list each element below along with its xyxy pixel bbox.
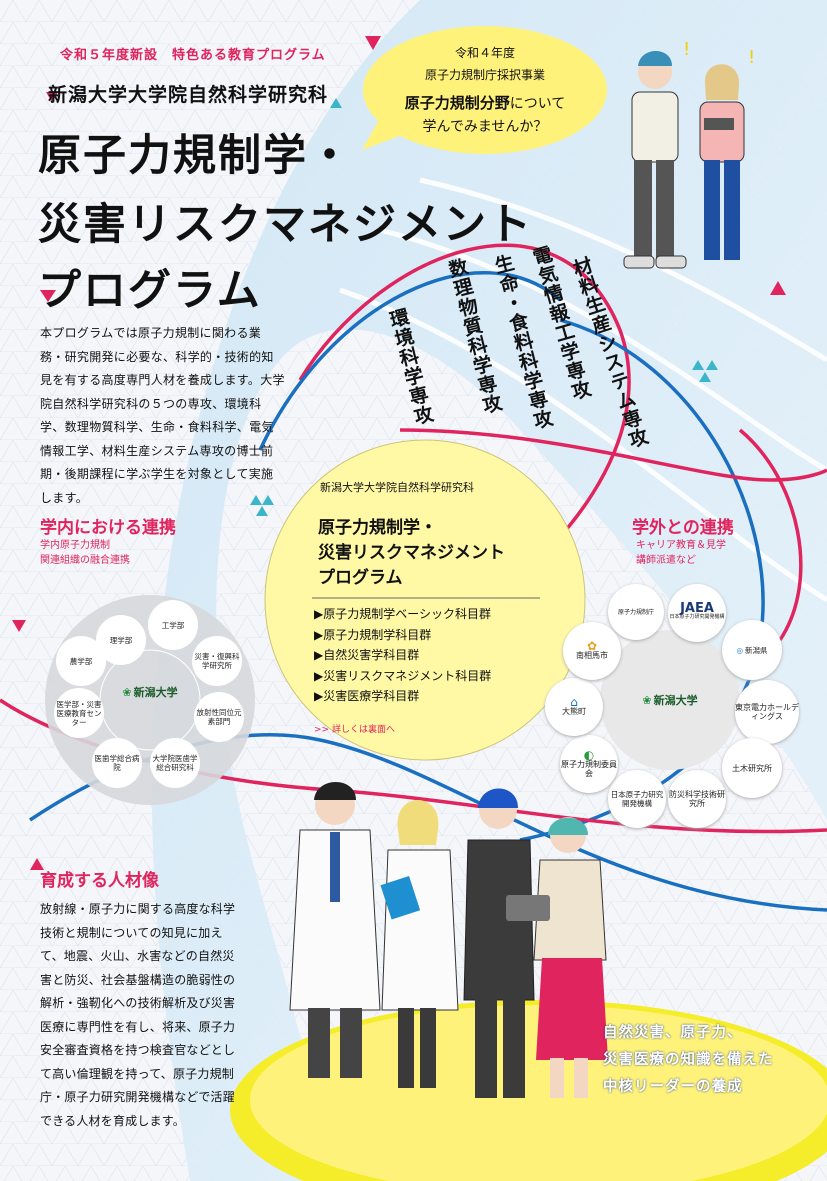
external-node-okuma: ⌂ 大熊町 (545, 678, 603, 736)
page-title-line-3: プログラム (38, 266, 262, 316)
center-school: 新潟大学大学院自然科学研究科 (320, 481, 474, 494)
external-heading: 学外との連携 (632, 518, 734, 538)
svg-text:!: ! (683, 39, 690, 60)
light-blue-swoosh (151, 0, 827, 1181)
center-title-1: 原子力規制学・ (318, 518, 437, 538)
internal-node-engineering: 工学部 (148, 600, 198, 650)
center-title-2: 災害リスクマネジメント (318, 543, 505, 563)
see-reverse-link[interactable]: >> 詳しくは裏面へ (314, 725, 395, 735)
intro-text: 本プログラムでは原子力規制に関わる業務・研究開発に必要な、科学的・技術的知見を有… (40, 326, 285, 505)
course-list: ▶原子力規制学ベーシック科目群 ▶原子力規制学科目群 ▶自然災害学科目群 ▶災害… (314, 604, 491, 707)
minamisoma-logo-icon: ✿ (586, 639, 598, 653)
leader-line-1: 自然災害、原子力、 (603, 1025, 743, 1041)
external-center-label: ❀新潟大学 (642, 693, 698, 707)
page-title-line-2: 災害リスクマネジメント (38, 200, 533, 250)
course-item: ▶原子力規制学ベーシック科目群 (314, 607, 491, 621)
okuma-logo-icon: ⌂ (570, 695, 578, 709)
center-circle (264, 439, 586, 761)
jaea-logo-text: JAEA (680, 601, 714, 616)
internal-node-disaster-med: 医学部・災害医療教育センター (54, 688, 104, 738)
internal-sub-2: 関連組織の融合連携 (40, 555, 130, 566)
course-item: ▶原子力規制学科目群 (314, 627, 432, 642)
external-sub-1: キャリア教育＆見学 (636, 540, 726, 551)
nrc-logo-icon: ◐ (583, 747, 595, 762)
external-sub-2: 講師派遣など (636, 555, 696, 566)
bubble-year: 令和４年度 (454, 46, 515, 60)
bubble-question-2: 学んでみませんか？ (422, 119, 548, 135)
jinzai-text: 放射線・原子力に関する高度な科学技術と規制についての知見に加えて、地震、火山、水… (40, 902, 236, 1128)
tagline: 令和５年度新設 特色ある教育プログラム (60, 48, 326, 63)
external-network-graphic (600, 630, 740, 770)
bubble-question-1: 原子力規制分野について (365, 92, 605, 113)
bubble-rest: について (509, 96, 566, 112)
internal-node-agriculture: 農学部 (56, 636, 106, 686)
internal-center-label: ❀新潟大学 (122, 685, 178, 699)
decor-triangles (12, 36, 786, 870)
professionals-illustration (289, 782, 608, 1098)
niigata-univ-logo-icon: ❀ (642, 693, 652, 707)
external-node-nra: 原子力規制庁 (608, 584, 664, 640)
internal-heading: 学内における連携 (40, 518, 176, 538)
page-title-line-1: 原子力規制学・ (38, 131, 353, 181)
center-title-3: プログラム (318, 568, 403, 588)
external-node-pwri: 土木研究所 (722, 738, 782, 798)
external-node-nrc: ◐ 原子力規制委員会 (560, 735, 618, 793)
jinzai-heading: 育成する人材像 (40, 871, 159, 891)
external-node-tepco: 東京電力ホールディングス (735, 680, 799, 744)
internal-node-hospital: 医歯学総合病院 (92, 738, 142, 788)
speech-bubble-shape (362, 26, 607, 154)
white-rays (339, 177, 827, 603)
course-item: ▶自然災害学科目群 (314, 648, 420, 662)
internal-node-medical-grad: 大学院医歯学総合研究科 (150, 738, 200, 788)
external-node-nied: 防災科学技術研究所 (668, 770, 726, 828)
bubble-program: 原子力規制庁採択事業 (424, 68, 545, 82)
students-illustration: ! ! (623, 39, 755, 269)
svg-text:!: ! (748, 47, 755, 68)
bubble-emphasis: 原子力規制分野 (404, 94, 510, 112)
niigata-univ-logo-icon: ❀ (122, 685, 132, 699)
leader-line-3: 中核リーダーの養成 (603, 1079, 743, 1095)
external-node-jaea-text: 日本原子力研究開発機構 (608, 770, 666, 828)
internal-node-disaster-inst: 災害・復興科学研究所 (192, 636, 242, 686)
stage-top (250, 1005, 827, 1181)
school-name: 新潟大学大学院自然科学研究科 (48, 84, 329, 106)
internal-node-radioisotope: 放射性同位元素部門 (194, 692, 244, 742)
course-item: ▶災害リスクマネジメント科目群 (314, 668, 492, 683)
niigata-pref-logo-icon: ◎ (736, 645, 744, 655)
leader-text: 自然災害、原子力、 災害医療の知識を備えた 中核リーダーの養成 (603, 1020, 774, 1101)
leader-line-2: 災害医療の知識を備えた (603, 1052, 774, 1068)
internal-sub-1: 学内原子力規制 (40, 540, 110, 551)
external-node-jaea: JAEA 日本原子力研究開発機構 (668, 584, 726, 642)
external-node-minamisoma: ✿ 南相馬市 (563, 622, 621, 680)
course-item: ▶災害医療学科目群 (314, 689, 420, 703)
external-node-niigata-pref: ◎新潟県 (722, 620, 782, 680)
